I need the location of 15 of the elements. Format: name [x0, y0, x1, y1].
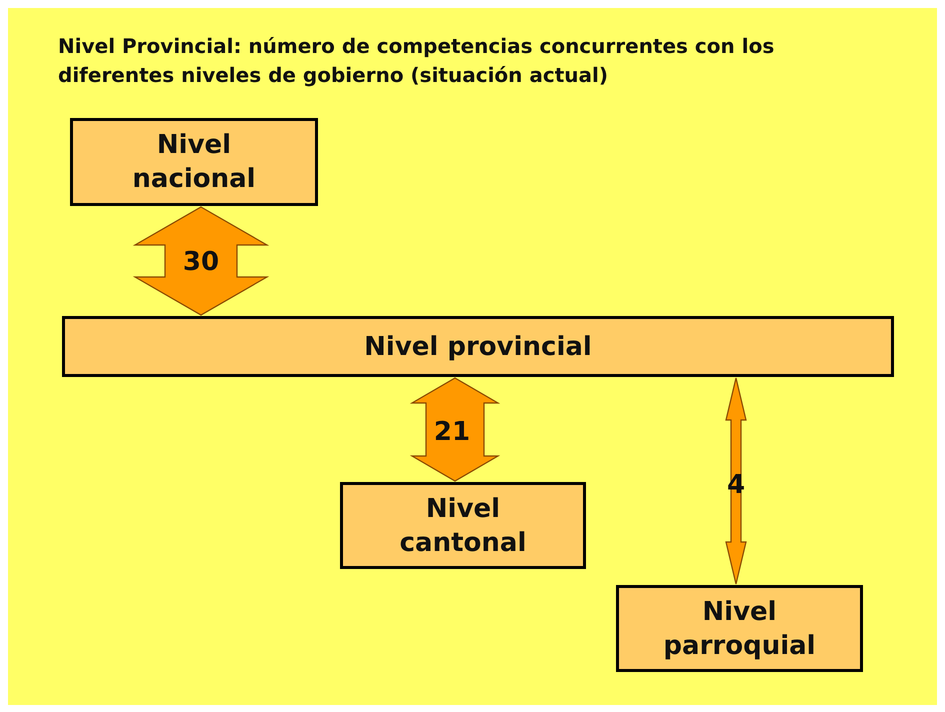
level-name: Nivel parroquial	[662, 596, 817, 662]
level-box	[616, 585, 863, 672]
level-name: Nivel cantonal	[398, 492, 528, 560]
title: Nivel Provincial: número de competencias concurrentes con los diferentes niveles de gobierno (situación actual)	[58, 33, 776, 89]
level-box	[340, 482, 586, 569]
double-arrow	[725, 377, 747, 585]
edge-label: 21	[434, 417, 470, 447]
double-arrow	[132, 206, 270, 316]
level-box	[70, 118, 318, 206]
edge-label: 30	[182, 247, 220, 277]
edge-label: 4	[726, 470, 746, 500]
level-name: Nivel nacional	[131, 129, 257, 196]
level-name: Nivel provincial	[364, 330, 592, 364]
level-box	[62, 316, 894, 377]
double-arrow	[410, 377, 500, 482]
